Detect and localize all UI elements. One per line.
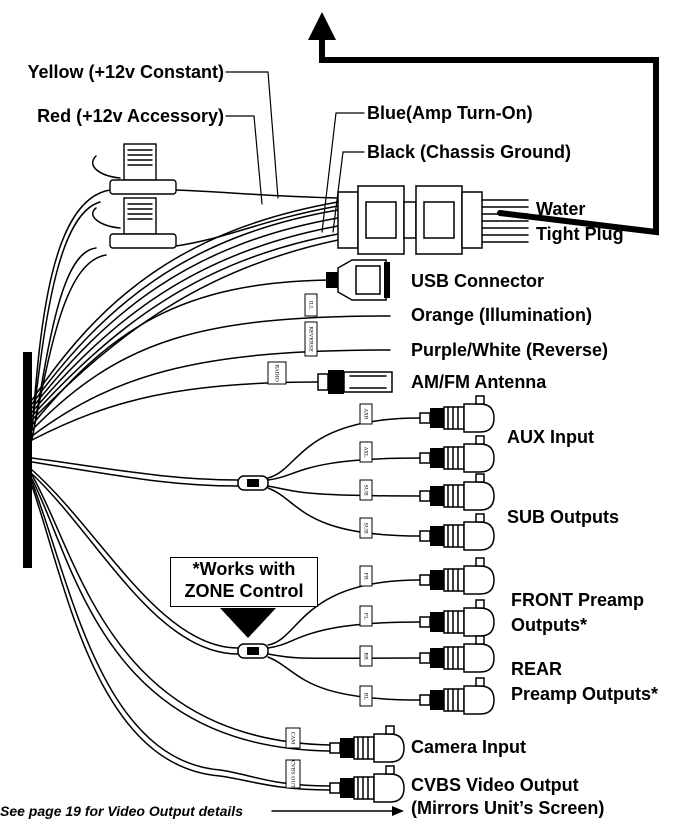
tag-fr: FR xyxy=(359,565,373,587)
label-water-line1: Water xyxy=(536,199,586,219)
tag-ill: ILL xyxy=(304,293,318,317)
zone-pointer-arrow xyxy=(220,608,276,638)
fuse-wires xyxy=(31,155,339,441)
preamp-cables xyxy=(31,469,421,701)
tag-fl: FL xyxy=(359,605,373,627)
zone-line1: *Works with xyxy=(192,559,296,579)
tag-text-fl: FL xyxy=(363,613,369,620)
tag-cam: CAM xyxy=(285,727,301,749)
rca-sub-2 xyxy=(419,513,495,551)
tag-text-aux-l: AXL xyxy=(363,446,369,458)
label-sub-outputs: SUB Outputs xyxy=(507,507,619,527)
tag-rr: RR xyxy=(359,645,373,667)
tag-text-reverse: REVERSE xyxy=(308,326,314,352)
label-camera-input: Camera Input xyxy=(411,737,527,757)
label-rear-line2: Preamp Outputs* xyxy=(511,684,659,704)
zone-line2: ZONE Control xyxy=(184,581,304,601)
label-usb-connector: USB Connector xyxy=(411,271,545,291)
tag-text-aux-r: AXR xyxy=(363,408,369,420)
tag-aux-r: AXR xyxy=(359,403,373,425)
tag-rl: RL xyxy=(359,685,373,707)
aux-sub-cables xyxy=(31,417,421,537)
aux-sub-splitter xyxy=(237,475,269,491)
tag-text-sub-1: SUB xyxy=(363,484,369,496)
note-arrow xyxy=(271,806,404,816)
label-purple-white-wire: Purple/White (Reverse) xyxy=(411,340,609,360)
tag-text-rl: RL xyxy=(363,692,369,700)
usb-connector xyxy=(31,259,390,426)
wire-tags: ILL REVERSE RADIO AXR AXL SUB SUB FR FL RR RL CAM CV… xyxy=(267,293,373,789)
label-water-tight-plug: Water Tight Plug xyxy=(536,198,624,245)
rca-rear-l xyxy=(419,677,495,715)
label-am-fm-antenna: AM/FM Antenna xyxy=(411,372,547,392)
rca-cvbs xyxy=(329,765,405,803)
tag-radio: RADIO xyxy=(267,361,287,385)
zone-control-callout: *Works with ZONE Control xyxy=(170,557,318,607)
antenna-connector xyxy=(31,370,393,441)
label-front-preamp: FRONT Preamp Outputs* xyxy=(511,589,644,636)
label-front-line1: FRONT Preamp xyxy=(511,590,645,610)
tag-sub-2: SUB xyxy=(359,517,373,539)
water-tight-plug xyxy=(337,185,529,255)
tag-reverse: REVERSE xyxy=(304,321,318,357)
rca-front-l xyxy=(419,599,495,637)
video-output-note: See page 19 for Video Output details xyxy=(0,803,243,819)
fuse-bottom xyxy=(109,197,177,249)
label-black-wire: Black (Chassis Ground) xyxy=(367,142,572,162)
label-blue-wire: Blue(Amp Turn-On) xyxy=(367,103,533,123)
label-rear-line1: REAR xyxy=(511,659,563,679)
tag-text-cvbs: CVBS OUT xyxy=(290,760,296,788)
label-cvbs-output: CVBS Video Output (Mirrors Unit’s Screen… xyxy=(411,774,604,819)
label-water-line2: Tight Plug xyxy=(536,224,624,244)
rca-sub-1 xyxy=(419,473,495,511)
fuse-top xyxy=(109,143,177,195)
video-cables xyxy=(31,474,331,791)
rca-front-r xyxy=(419,557,495,595)
label-rear-preamp: REAR Preamp Outputs* xyxy=(511,658,658,705)
tag-text-fr: FR xyxy=(363,572,369,579)
tag-text-ill: ILL xyxy=(308,301,314,310)
rca-rear-r xyxy=(419,635,495,673)
label-yellow-wire: Yellow (+12v Constant) xyxy=(27,62,224,82)
rca-aux-l xyxy=(419,435,495,473)
label-orange-wire: Orange (Illumination) xyxy=(411,305,593,325)
rca-aux-r xyxy=(419,395,495,433)
large-arrow xyxy=(308,12,659,236)
tag-text-sub-2: SUB xyxy=(363,522,369,534)
tag-sub-1: SUB xyxy=(359,479,373,501)
rca-plugs xyxy=(329,395,495,803)
preamp-splitter xyxy=(237,643,269,659)
tag-aux-l: AXL xyxy=(359,441,373,463)
label-front-line2: Outputs* xyxy=(511,615,587,635)
tag-text-radio: RADIO xyxy=(274,364,280,381)
label-aux-input: AUX Input xyxy=(507,427,594,447)
label-red-wire: Red (+12v Accessory) xyxy=(37,106,224,126)
label-leaders xyxy=(225,71,365,233)
tag-text-rr: RR xyxy=(363,652,369,660)
ill-reverse-wires xyxy=(31,315,391,437)
power-wire-bundle xyxy=(31,201,339,421)
label-cvbs-line1: CVBS Video Output xyxy=(411,775,579,795)
main-harness-bar xyxy=(23,352,32,568)
rca-camera xyxy=(329,725,405,763)
label-cvbs-line2: (Mirrors Unit’s Screen) xyxy=(411,798,605,818)
tag-text-cam: CAM xyxy=(290,732,296,745)
tag-cvbs: CVBS OUT xyxy=(285,759,301,789)
